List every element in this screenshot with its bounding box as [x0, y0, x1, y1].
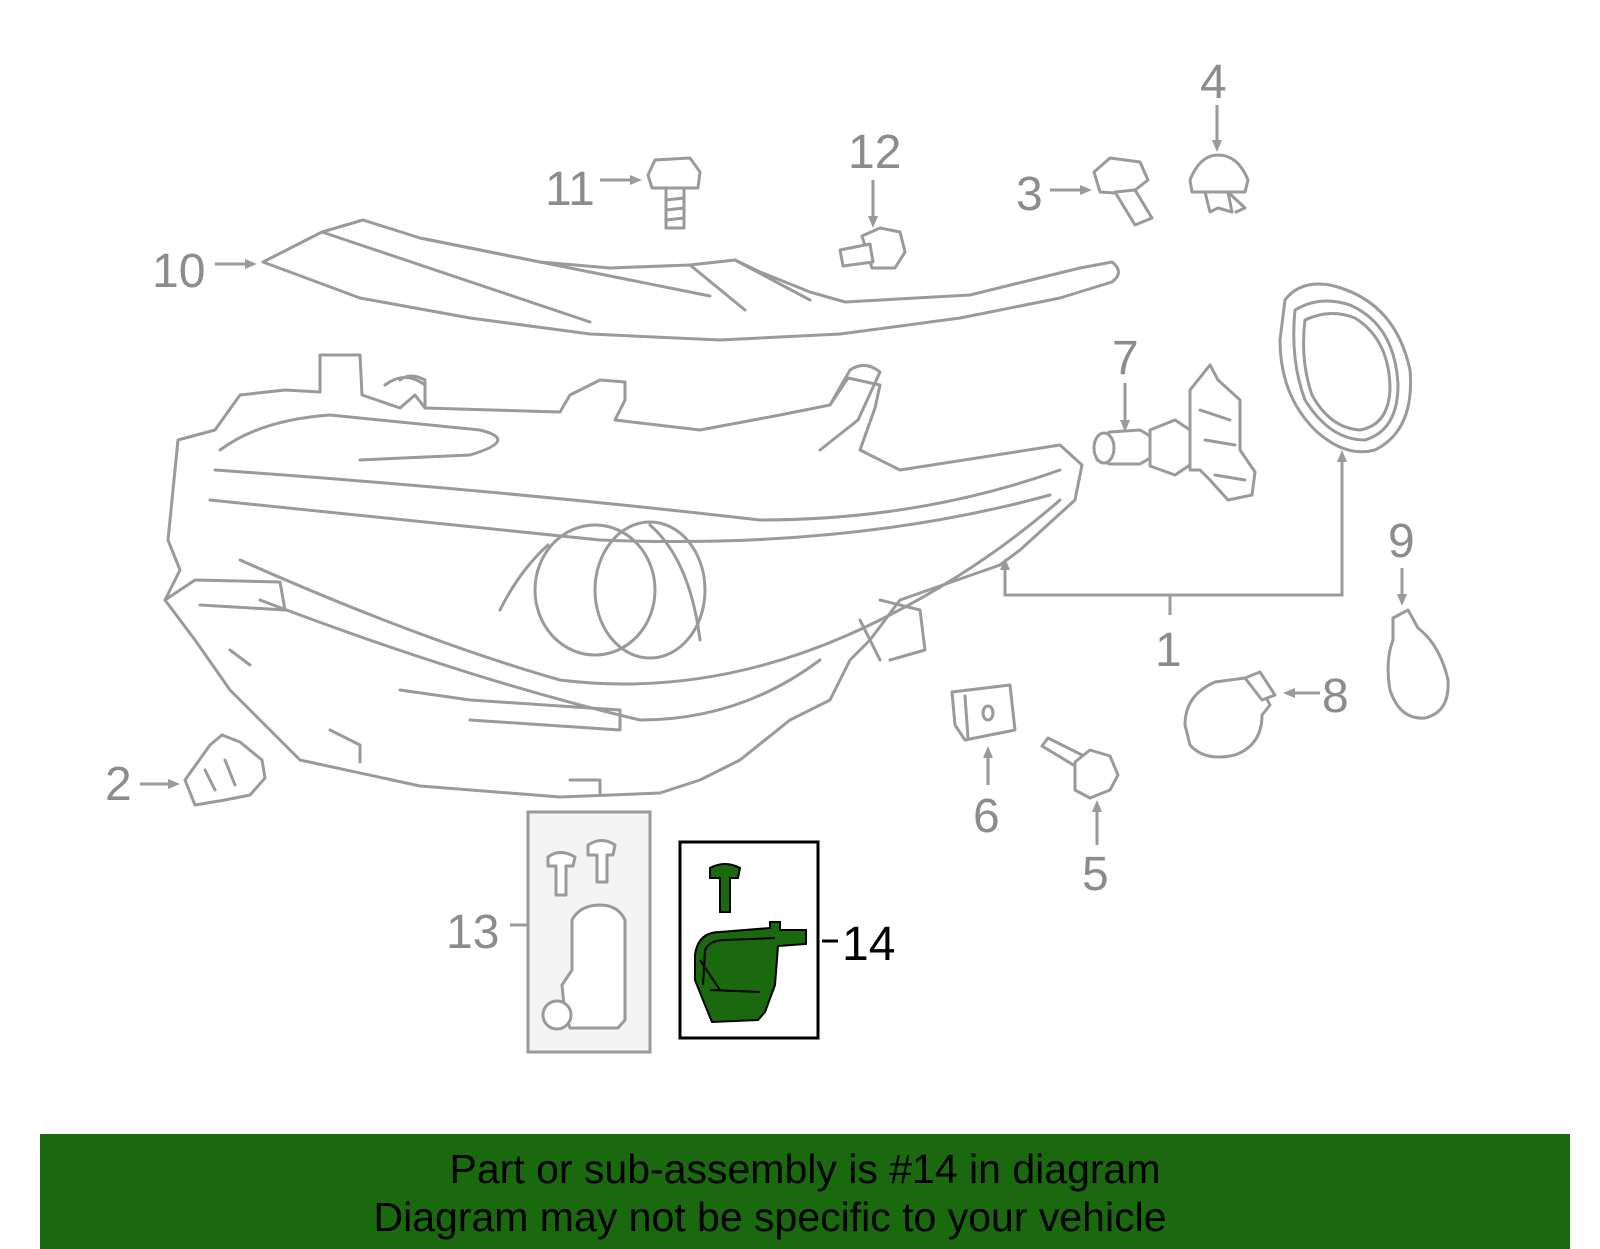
- part-13-repair-kit[interactable]: [510, 810, 652, 1054]
- part-8-bulb[interactable]: [1183, 670, 1320, 759]
- part-6-nut[interactable]: [950, 683, 1017, 785]
- part-1-seal-ring[interactable]: [1278, 282, 1413, 454]
- info-banner: Part or sub-assembly is #14 in diagram D…: [40, 1134, 1570, 1249]
- callout-6: 6: [973, 790, 1000, 843]
- callout-13: 13: [446, 906, 499, 959]
- callout-11: 11: [545, 163, 595, 216]
- callout-7: 7: [1112, 332, 1139, 385]
- callout-3: 3: [1016, 168, 1043, 221]
- callout-14: 14: [842, 918, 895, 971]
- callout-12: 12: [848, 126, 901, 179]
- part-11-bolt[interactable]: [600, 156, 702, 230]
- part-14-bracket-kit[interactable]: [678, 840, 838, 1040]
- part-7-bulb[interactable]: [1092, 363, 1257, 502]
- part-9-bulb[interactable]: [1386, 568, 1450, 720]
- part-1-headlamp-assembly[interactable]: [163, 353, 1084, 799]
- banner-part-text: Part or sub-assembly is #14 in diagram: [449, 1146, 1161, 1192]
- callout-2: 2: [105, 758, 132, 811]
- part-5-bolt[interactable]: [1040, 736, 1120, 845]
- part-12-screw[interactable]: [838, 180, 907, 270]
- part-10-trim-strip[interactable]: [261, 218, 1120, 342]
- part-2-clip[interactable]: [140, 733, 267, 807]
- part-3-screw[interactable]: [1050, 156, 1154, 227]
- callout-9: 9: [1388, 515, 1415, 568]
- callout-10: 10: [152, 245, 205, 298]
- part-1-leader: [1000, 450, 1347, 615]
- callout-8: 8: [1322, 670, 1349, 723]
- part-10-leader: [215, 259, 257, 269]
- banner-disclaimer-text: Diagram may not be specific to your vehi…: [373, 1194, 1167, 1240]
- callout-4: 4: [1200, 56, 1227, 109]
- callout-5: 5: [1082, 848, 1109, 901]
- part-4-push-clip[interactable]: [1188, 105, 1250, 214]
- callout-1: 1: [1155, 624, 1182, 677]
